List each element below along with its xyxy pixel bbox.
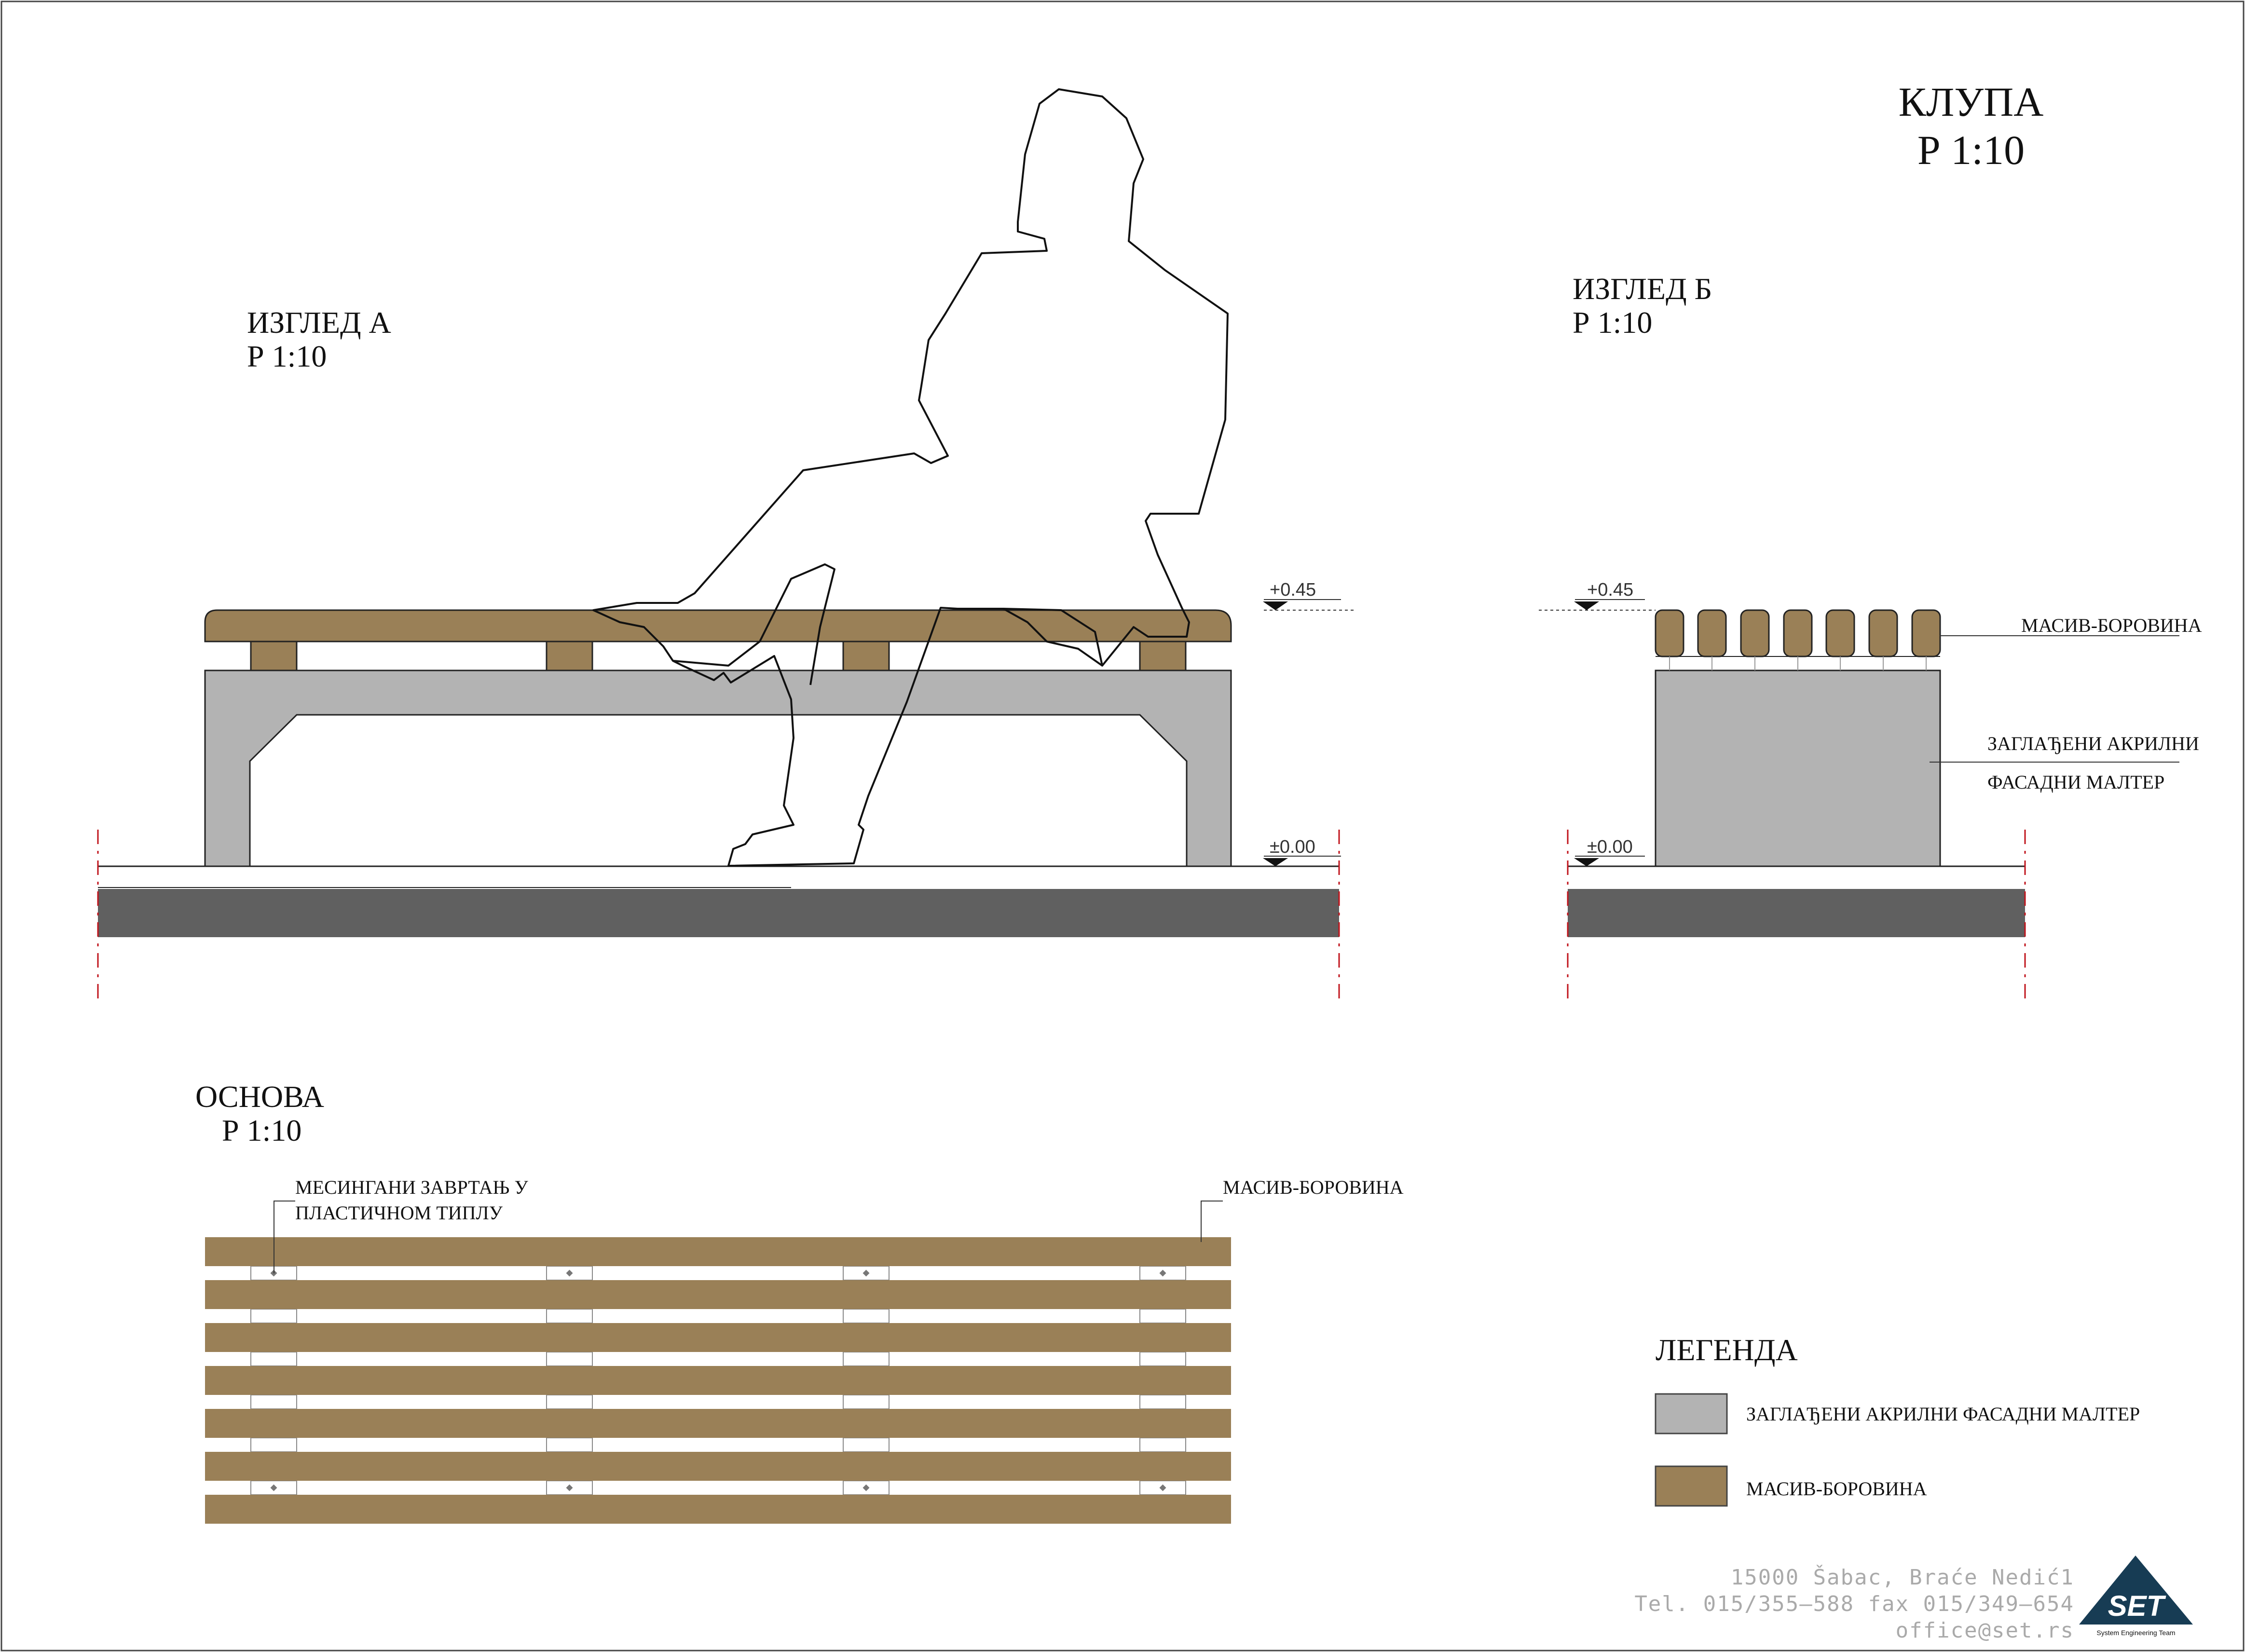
view-b-slats	[1655, 609, 1941, 671]
view-b-slat	[1783, 609, 1813, 657]
view-b-level-ground: ±0.00	[1587, 837, 1633, 857]
view-a-level-top-marker: +0.45	[1263, 580, 1355, 611]
brass-screw-icon	[1159, 1484, 1166, 1491]
seated-person-silhouette	[592, 88, 1229, 867]
view-a-level-ground: ±0.00	[1270, 837, 1315, 857]
view-b-level-top-marker: +0.45	[1539, 580, 1656, 611]
contact-phone: Tel. 015/355–588 fax 015/349–654	[1634, 1592, 2074, 1616]
plan-board	[205, 1366, 1231, 1395]
view-a-title: ИЗГЛЕД А	[247, 305, 391, 340]
plan-label-screws-1: МЕСИНГАНИ ЗАВРТАЊ У	[295, 1176, 528, 1198]
plan-batten-gap	[250, 1352, 297, 1366]
view-a-scale: Р 1:10	[247, 339, 327, 373]
view-b-slat	[1655, 609, 1684, 657]
plan-batten-gap	[546, 1352, 593, 1366]
plan-board	[205, 1323, 1231, 1352]
logo-text: SET	[2108, 1590, 2166, 1622]
plan-board	[205, 1495, 1231, 1524]
view-a-batten	[842, 641, 890, 671]
plan-batten-gap	[250, 1309, 297, 1324]
legend: ЛЕГЕНДА ЗАГЛАЂЕНИ АКРИЛНИ ФАСАДНИ МАЛТЕР…	[1655, 1333, 2140, 1507]
drawing-title-scale: Р 1:10	[1917, 127, 2025, 173]
view-b-slat	[1697, 609, 1727, 657]
plan-board	[205, 1452, 1231, 1481]
view-a-seat-board	[204, 609, 1232, 642]
view-a-level-top: +0.45	[1270, 580, 1316, 600]
plan-batten-gap	[843, 1437, 890, 1452]
plan-batten-gap	[843, 1309, 890, 1324]
brass-screw-icon	[270, 1484, 277, 1491]
view-a-batten	[250, 641, 298, 671]
plan-board	[205, 1280, 1231, 1309]
plan-batten-gap	[1139, 1309, 1186, 1324]
logo-subtitle: System Engineering Team	[2096, 1629, 2175, 1637]
view-b-label-plaster-1: ЗАГЛАЂЕНИ АКРИЛНИ	[1987, 733, 2199, 754]
view-a-ground-slab	[98, 889, 1339, 937]
legend-label-wood: МАСИВ-БОРОВИНА	[1746, 1478, 1927, 1500]
plan-label-wood: МАСИВ-БОРОВИНА	[1223, 1176, 1404, 1198]
plan-batten-gap	[1139, 1394, 1186, 1409]
view-b-title: ИЗГЛЕД Б	[1573, 272, 1712, 306]
company-logo: SET System Engineering Team	[2079, 1556, 2193, 1637]
legend-swatch-plaster	[1655, 1393, 1728, 1434]
view-b-level-ground-marker: ±0.00	[1574, 837, 1645, 866]
legend-swatch-wood	[1655, 1465, 1728, 1507]
view-a-concrete-frame	[204, 669, 1232, 867]
plan-batten-gap	[843, 1352, 890, 1366]
plan-board	[205, 1409, 1231, 1438]
plan-batten-gap	[1139, 1437, 1186, 1452]
drawing-title: КЛУПА	[1899, 79, 2044, 125]
plan-boards	[205, 1237, 1231, 1524]
plan-view: ОСНОВА Р 1:10 МЕСИНГАНИ ЗАВРТАЊ У ПЛАСТИ…	[195, 1079, 1404, 1524]
contact-address: 15000 Šabac, Braće Nedić1	[1731, 1564, 2074, 1590]
view-a: ИЗГЛЕД А Р 1:10 +0.45 ±0.00	[97, 88, 1355, 998]
brass-screw-icon	[1159, 1270, 1166, 1277]
logo-triangle-icon	[2079, 1556, 2193, 1625]
view-b-slat	[1911, 609, 1941, 657]
plan-title: ОСНОВА	[195, 1079, 324, 1114]
legend-title: ЛЕГЕНДА	[1656, 1333, 1798, 1367]
plan-batten-gap	[1139, 1352, 1186, 1366]
legend-label-plaster: ЗАГЛАЂЕНИ АКРИЛНИ ФАСАДНИ МАЛТЕР	[1746, 1403, 2140, 1425]
view-b-label-plaster-2: ФАСАДНИ МАЛТЕР	[1987, 771, 2164, 793]
plan-label-screws-2: ПЛАСТИЧНОМ ТИПЛУ	[295, 1202, 503, 1224]
view-b-slat	[1868, 609, 1898, 657]
brass-screw-icon	[862, 1270, 870, 1277]
plan-board	[205, 1237, 1231, 1266]
view-a-batten	[546, 641, 593, 671]
view-b-level-top: +0.45	[1587, 580, 1633, 600]
contact-email: office@set.rs	[1896, 1618, 2074, 1643]
seated-person-arm-detail	[1003, 608, 1103, 667]
contact-block: 15000 Šabac, Braće Nedić1 Tel. 015/355–5…	[1634, 1564, 2074, 1643]
plan-scale: Р 1:10	[222, 1113, 301, 1147]
view-b-concrete-block	[1655, 669, 1941, 867]
brass-screw-icon	[566, 1484, 573, 1491]
brass-screw-icon	[566, 1270, 573, 1277]
view-b-slat	[1740, 609, 1770, 657]
plan-batten-gap	[1139, 1266, 1186, 1281]
plan-batten-gap	[250, 1437, 297, 1452]
plan-batten-gap	[250, 1394, 297, 1409]
view-b-slat	[1825, 609, 1855, 657]
brass-screw-icon	[862, 1484, 870, 1491]
view-a-batten	[1139, 641, 1187, 671]
view-b-label-wood: МАСИВ-БОРОВИНА	[2021, 614, 2202, 636]
view-a-level-ground-marker: ±0.00	[1263, 837, 1341, 866]
plan-batten-gap	[546, 1437, 593, 1452]
plan-batten-gap	[546, 1309, 593, 1324]
view-b: ИЗГЛЕД Б Р 1:10 +0.45 ±0.00	[1539, 272, 2202, 998]
view-b-ground-slab	[1568, 889, 2025, 937]
view-b-scale: Р 1:10	[1573, 305, 1652, 340]
plan-batten-gap	[546, 1394, 593, 1409]
seated-person-leg-detail	[672, 563, 835, 685]
plan-batten-gap	[1139, 1480, 1186, 1495]
plan-batten-gap	[843, 1394, 890, 1409]
